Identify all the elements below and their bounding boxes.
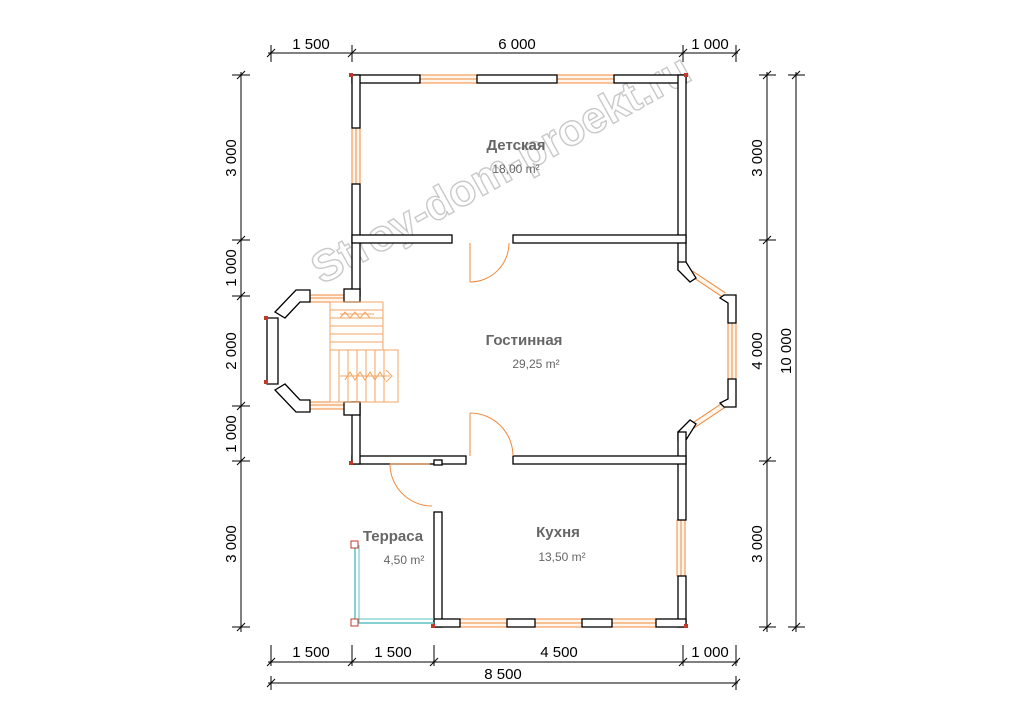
dimension-bottom xyxy=(268,645,738,666)
dim-bottom-4: 1 000 xyxy=(691,644,729,661)
dim-bottom-1: 1 500 xyxy=(292,644,330,661)
dim-left-5: 3 000 xyxy=(223,525,240,563)
room-name-kukhnya: Кухня xyxy=(536,524,580,541)
dim-overall-height: 10 000 xyxy=(778,328,795,374)
doors xyxy=(389,242,514,507)
room-area-detskaya: 18,00 m² xyxy=(492,162,539,176)
walls xyxy=(343,74,737,628)
dim-left-2: 1 000 xyxy=(223,249,240,287)
corner-markers xyxy=(264,73,688,628)
dim-bottom-2: 1 500 xyxy=(374,644,412,661)
room-area-gostinnaya: 29,25 m² xyxy=(512,357,559,371)
dim-top-2: 6 000 xyxy=(498,36,536,53)
dim-left-3: 2 000 xyxy=(223,332,240,370)
dim-left-4: 1 000 xyxy=(223,415,240,453)
left-bay-walls xyxy=(266,289,311,413)
room-name-terrasa: Терраса xyxy=(363,528,424,545)
room-area-terrasa: 4,50 m² xyxy=(384,553,425,567)
dim-right-1: 3 000 xyxy=(749,139,766,177)
dim-overall-width: 8 500 xyxy=(484,666,522,683)
room-name-gostinnaya: Гостинная xyxy=(486,332,563,349)
dim-right-3: 3 000 xyxy=(749,525,766,563)
dim-bottom-3: 4 500 xyxy=(540,644,578,661)
terrace-railing xyxy=(350,540,434,627)
stairs xyxy=(329,301,399,403)
dim-top-3: 1 000 xyxy=(691,36,729,53)
dim-right-2: 4 000 xyxy=(749,332,766,370)
dim-left-1: 3 000 xyxy=(223,139,240,177)
room-area-kukhnya: 13,50 m² xyxy=(538,550,585,564)
room-name-detskaya: Детская xyxy=(486,137,545,154)
dim-top-1: 1 500 xyxy=(292,36,330,53)
